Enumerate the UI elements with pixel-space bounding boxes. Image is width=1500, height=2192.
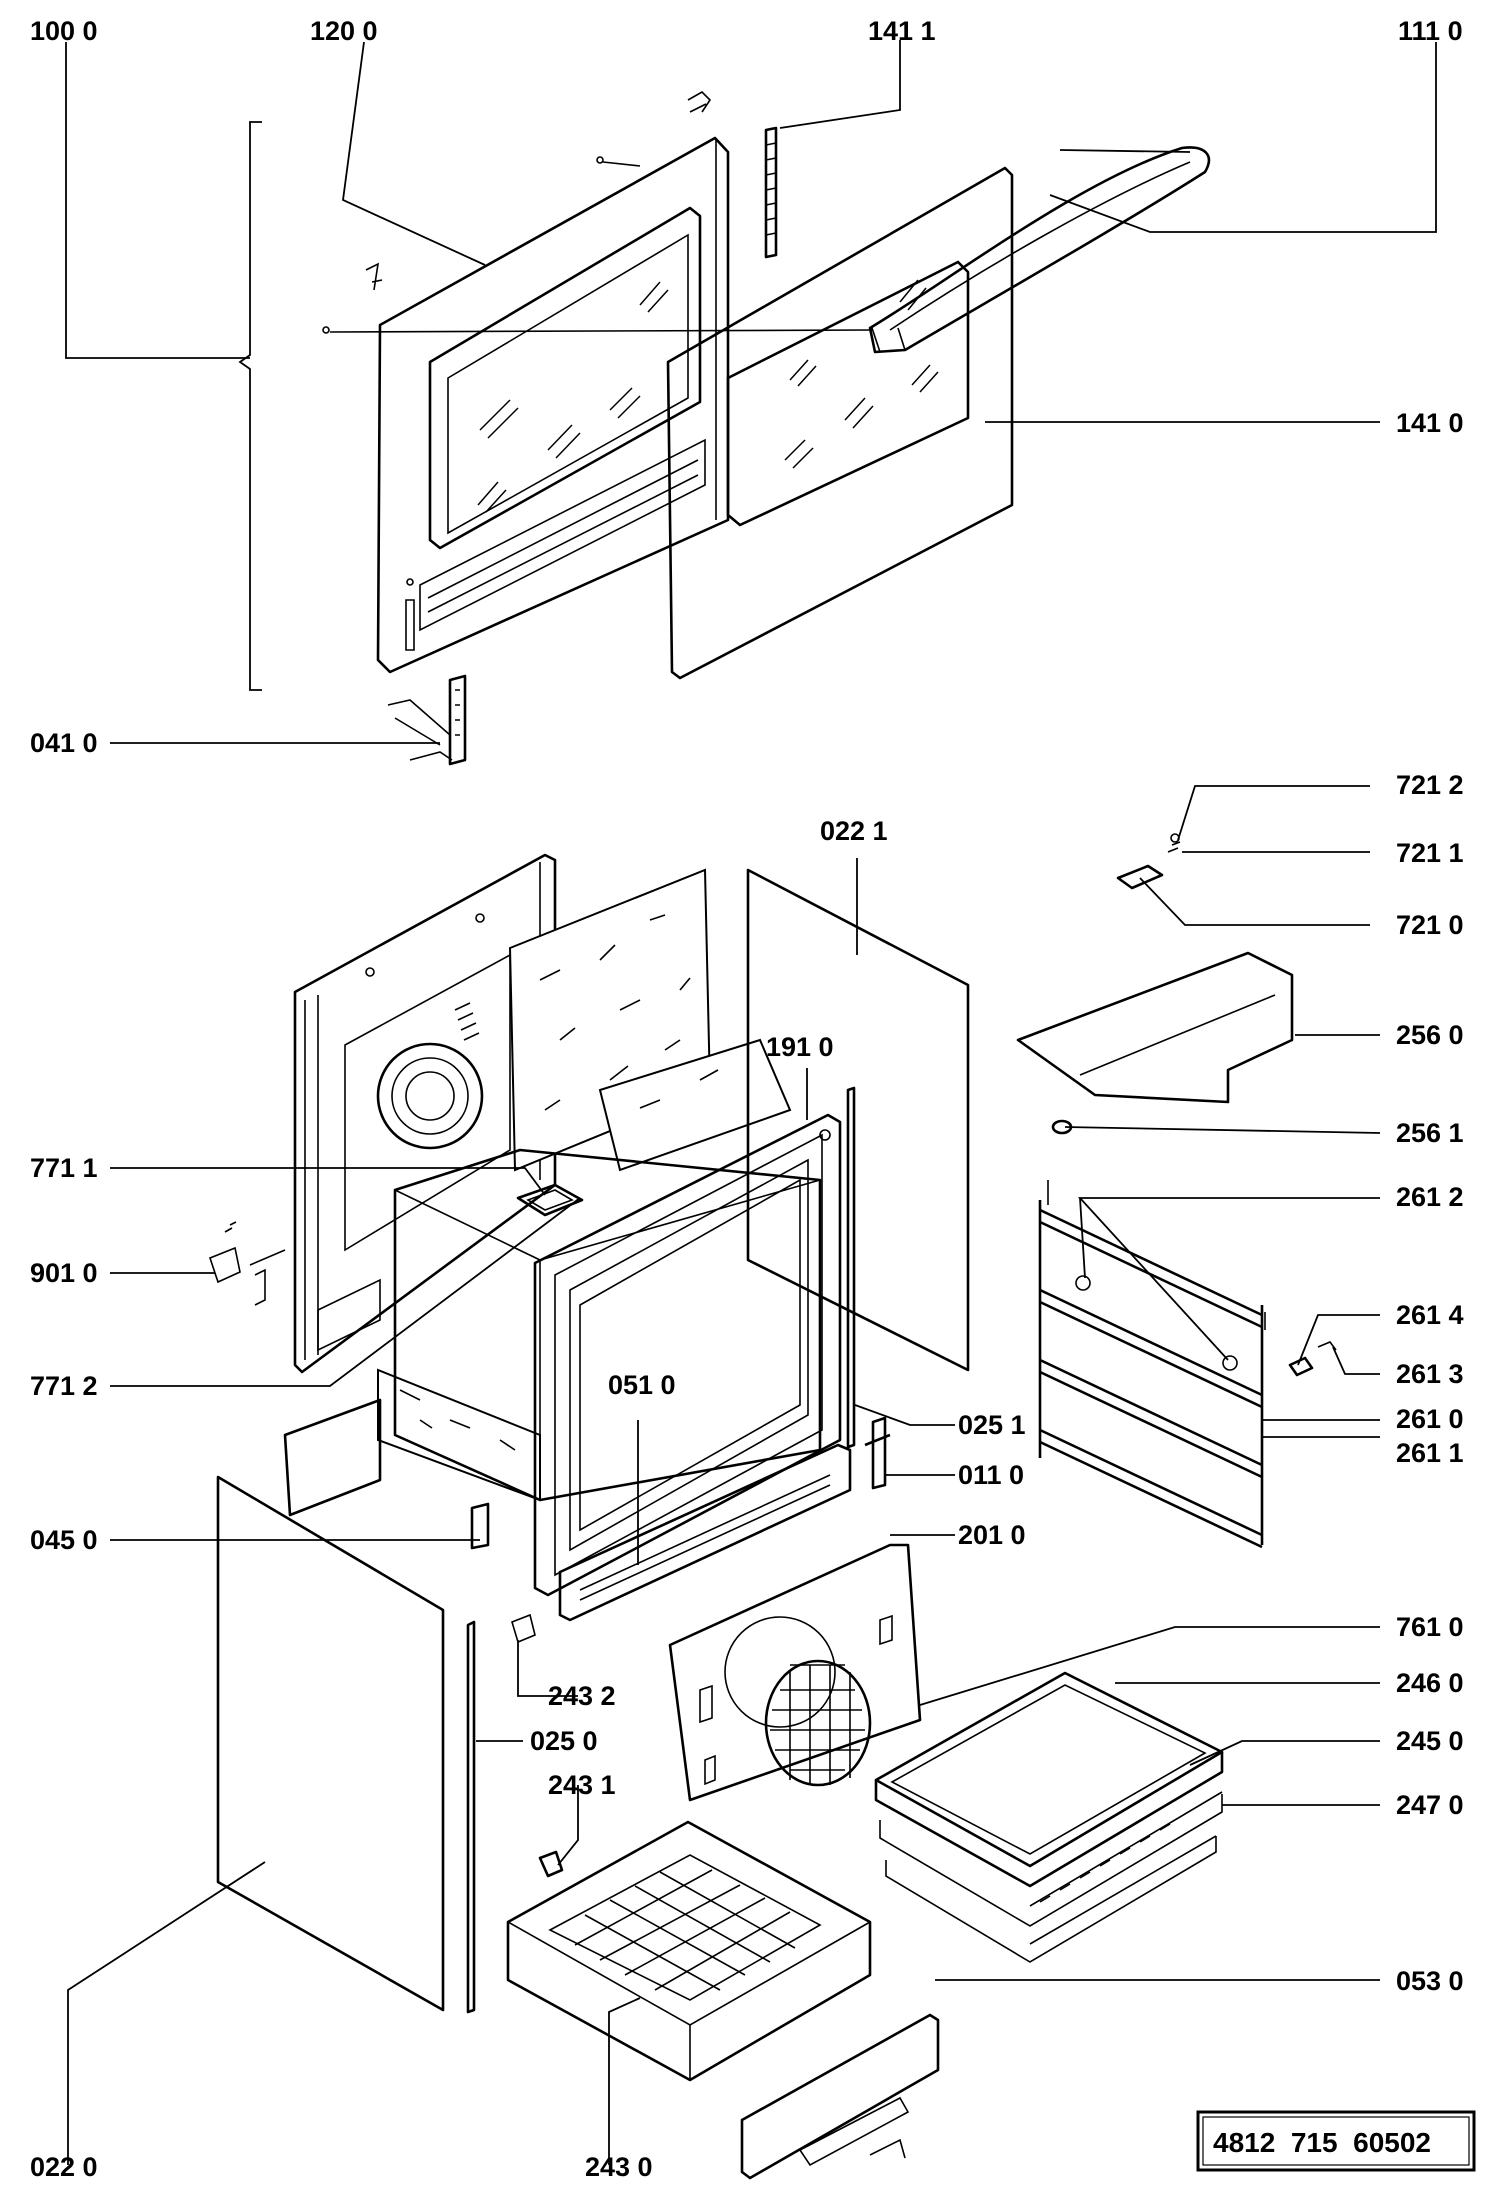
drawer-runner-clip	[538, 1850, 564, 1878]
baking-trays	[874, 1671, 1224, 1963]
rear-fan-cover	[668, 1543, 922, 1802]
door-screw-2	[322, 326, 330, 334]
reference-number-box: 4812 715 60502	[1196, 2110, 1476, 2172]
callout-721-2: 721 2	[1396, 770, 1464, 800]
callout-261-3: 261 3	[1396, 1359, 1464, 1389]
outer-door-glass	[666, 166, 1014, 680]
callout-leader-lines	[65, 40, 1437, 2165]
door-screw	[596, 156, 604, 164]
door-assembly-bracket	[238, 121, 262, 691]
callout-191-0: 191 0	[766, 1032, 834, 1062]
reference-number: 4812 715 60502	[1213, 2127, 1431, 2158]
lamp-holder	[1116, 864, 1164, 890]
storage-drawer	[506, 1820, 940, 2180]
left-side-panel	[216, 1475, 445, 2012]
right-side-panel	[746, 868, 970, 1372]
callout-025-1: 025 1	[958, 1410, 1026, 1440]
callout-045-0: 045 0	[30, 1525, 98, 1555]
right-trim-strip	[846, 1086, 856, 1449]
callout-201-0: 201 0	[958, 1520, 1026, 1550]
callout-246-0: 246 0	[1396, 1668, 1464, 1698]
callout-247-0: 247 0	[1396, 1790, 1464, 1820]
callout-041-0: 041 0	[30, 728, 98, 758]
oven-insulation	[377, 868, 792, 1502]
callout-243-1: 243 1	[548, 1770, 616, 1800]
door-seal-strip	[764, 126, 778, 259]
callout-243-0: 243 0	[585, 2152, 653, 2182]
callout-901-0: 901 0	[30, 1258, 98, 1288]
right-parts	[874, 833, 1337, 1963]
callout-261-4: 261 4	[1396, 1300, 1464, 1330]
callout-245-0: 245 0	[1396, 1726, 1464, 1756]
lamp-screw	[1167, 841, 1181, 853]
oven-lamp-glass	[526, 1189, 574, 1211]
callout-011-0: 011 0	[958, 1460, 1024, 1490]
callout-100-0: 100 0	[30, 16, 98, 46]
left-trim-strip	[466, 1620, 476, 2014]
door-hinge	[387, 674, 467, 766]
oven-lamp-cover	[516, 1183, 584, 1217]
callout-051-0: 051 0	[608, 1370, 676, 1400]
callout-261-2: 261 2	[1396, 1182, 1464, 1212]
door-clip	[365, 262, 383, 291]
callout-256-1: 256 1	[1396, 1118, 1464, 1148]
inner-door-frame	[376, 136, 730, 674]
callout-025-0: 025 0	[530, 1726, 598, 1756]
oven-rack-supports	[1038, 1180, 1266, 1549]
callout-labels: 100 0 120 0 141 1 111 0 141 0 041 0 721 …	[30, 16, 1464, 2182]
control-panel-strip	[558, 1443, 852, 1622]
base-rail	[283, 1398, 382, 1517]
callout-022-0: 022 0	[30, 2152, 98, 2182]
oven-body	[209, 853, 970, 2014]
callout-761-0: 761 0	[1396, 1612, 1464, 1642]
callout-141-0: 141 0	[1396, 408, 1464, 438]
callout-141-1: 141 1	[868, 16, 936, 46]
callout-261-0: 261 0	[1396, 1404, 1464, 1434]
callout-721-0: 721 0	[1396, 910, 1464, 940]
door-pin-arrow	[602, 161, 641, 167]
callout-111-0: 111 0	[1398, 16, 1463, 46]
drawer-rail-clip	[511, 1613, 536, 1644]
callout-053-0: 053 0	[1396, 1966, 1464, 1996]
rack-clip	[1288, 1356, 1314, 1377]
front-frame	[533, 1113, 842, 1597]
fan-grill	[764, 1659, 872, 1787]
callout-243-2: 243 2	[548, 1681, 616, 1711]
hinge-clip	[687, 91, 712, 113]
callout-261-1: 261 1	[1396, 1438, 1464, 1468]
latch-part	[470, 1502, 490, 1550]
side-clip	[209, 1221, 286, 1306]
door-assembly	[238, 91, 1211, 766]
callout-771-2: 771 2	[30, 1371, 98, 1401]
door-handle	[868, 146, 1211, 354]
callout-771-1: 771 1	[30, 1153, 98, 1183]
callout-256-0: 256 0	[1396, 1020, 1464, 1050]
callout-120-0: 120 0	[310, 16, 378, 46]
door-switch	[864, 1416, 891, 1490]
handle-rod-line	[329, 329, 873, 333]
callout-022-1: 022 1	[820, 816, 888, 846]
callout-721-1: 721 1	[1396, 838, 1464, 868]
top-heating-plate-ridge	[1079, 994, 1276, 1076]
top-heating-plate	[1016, 951, 1294, 1104]
